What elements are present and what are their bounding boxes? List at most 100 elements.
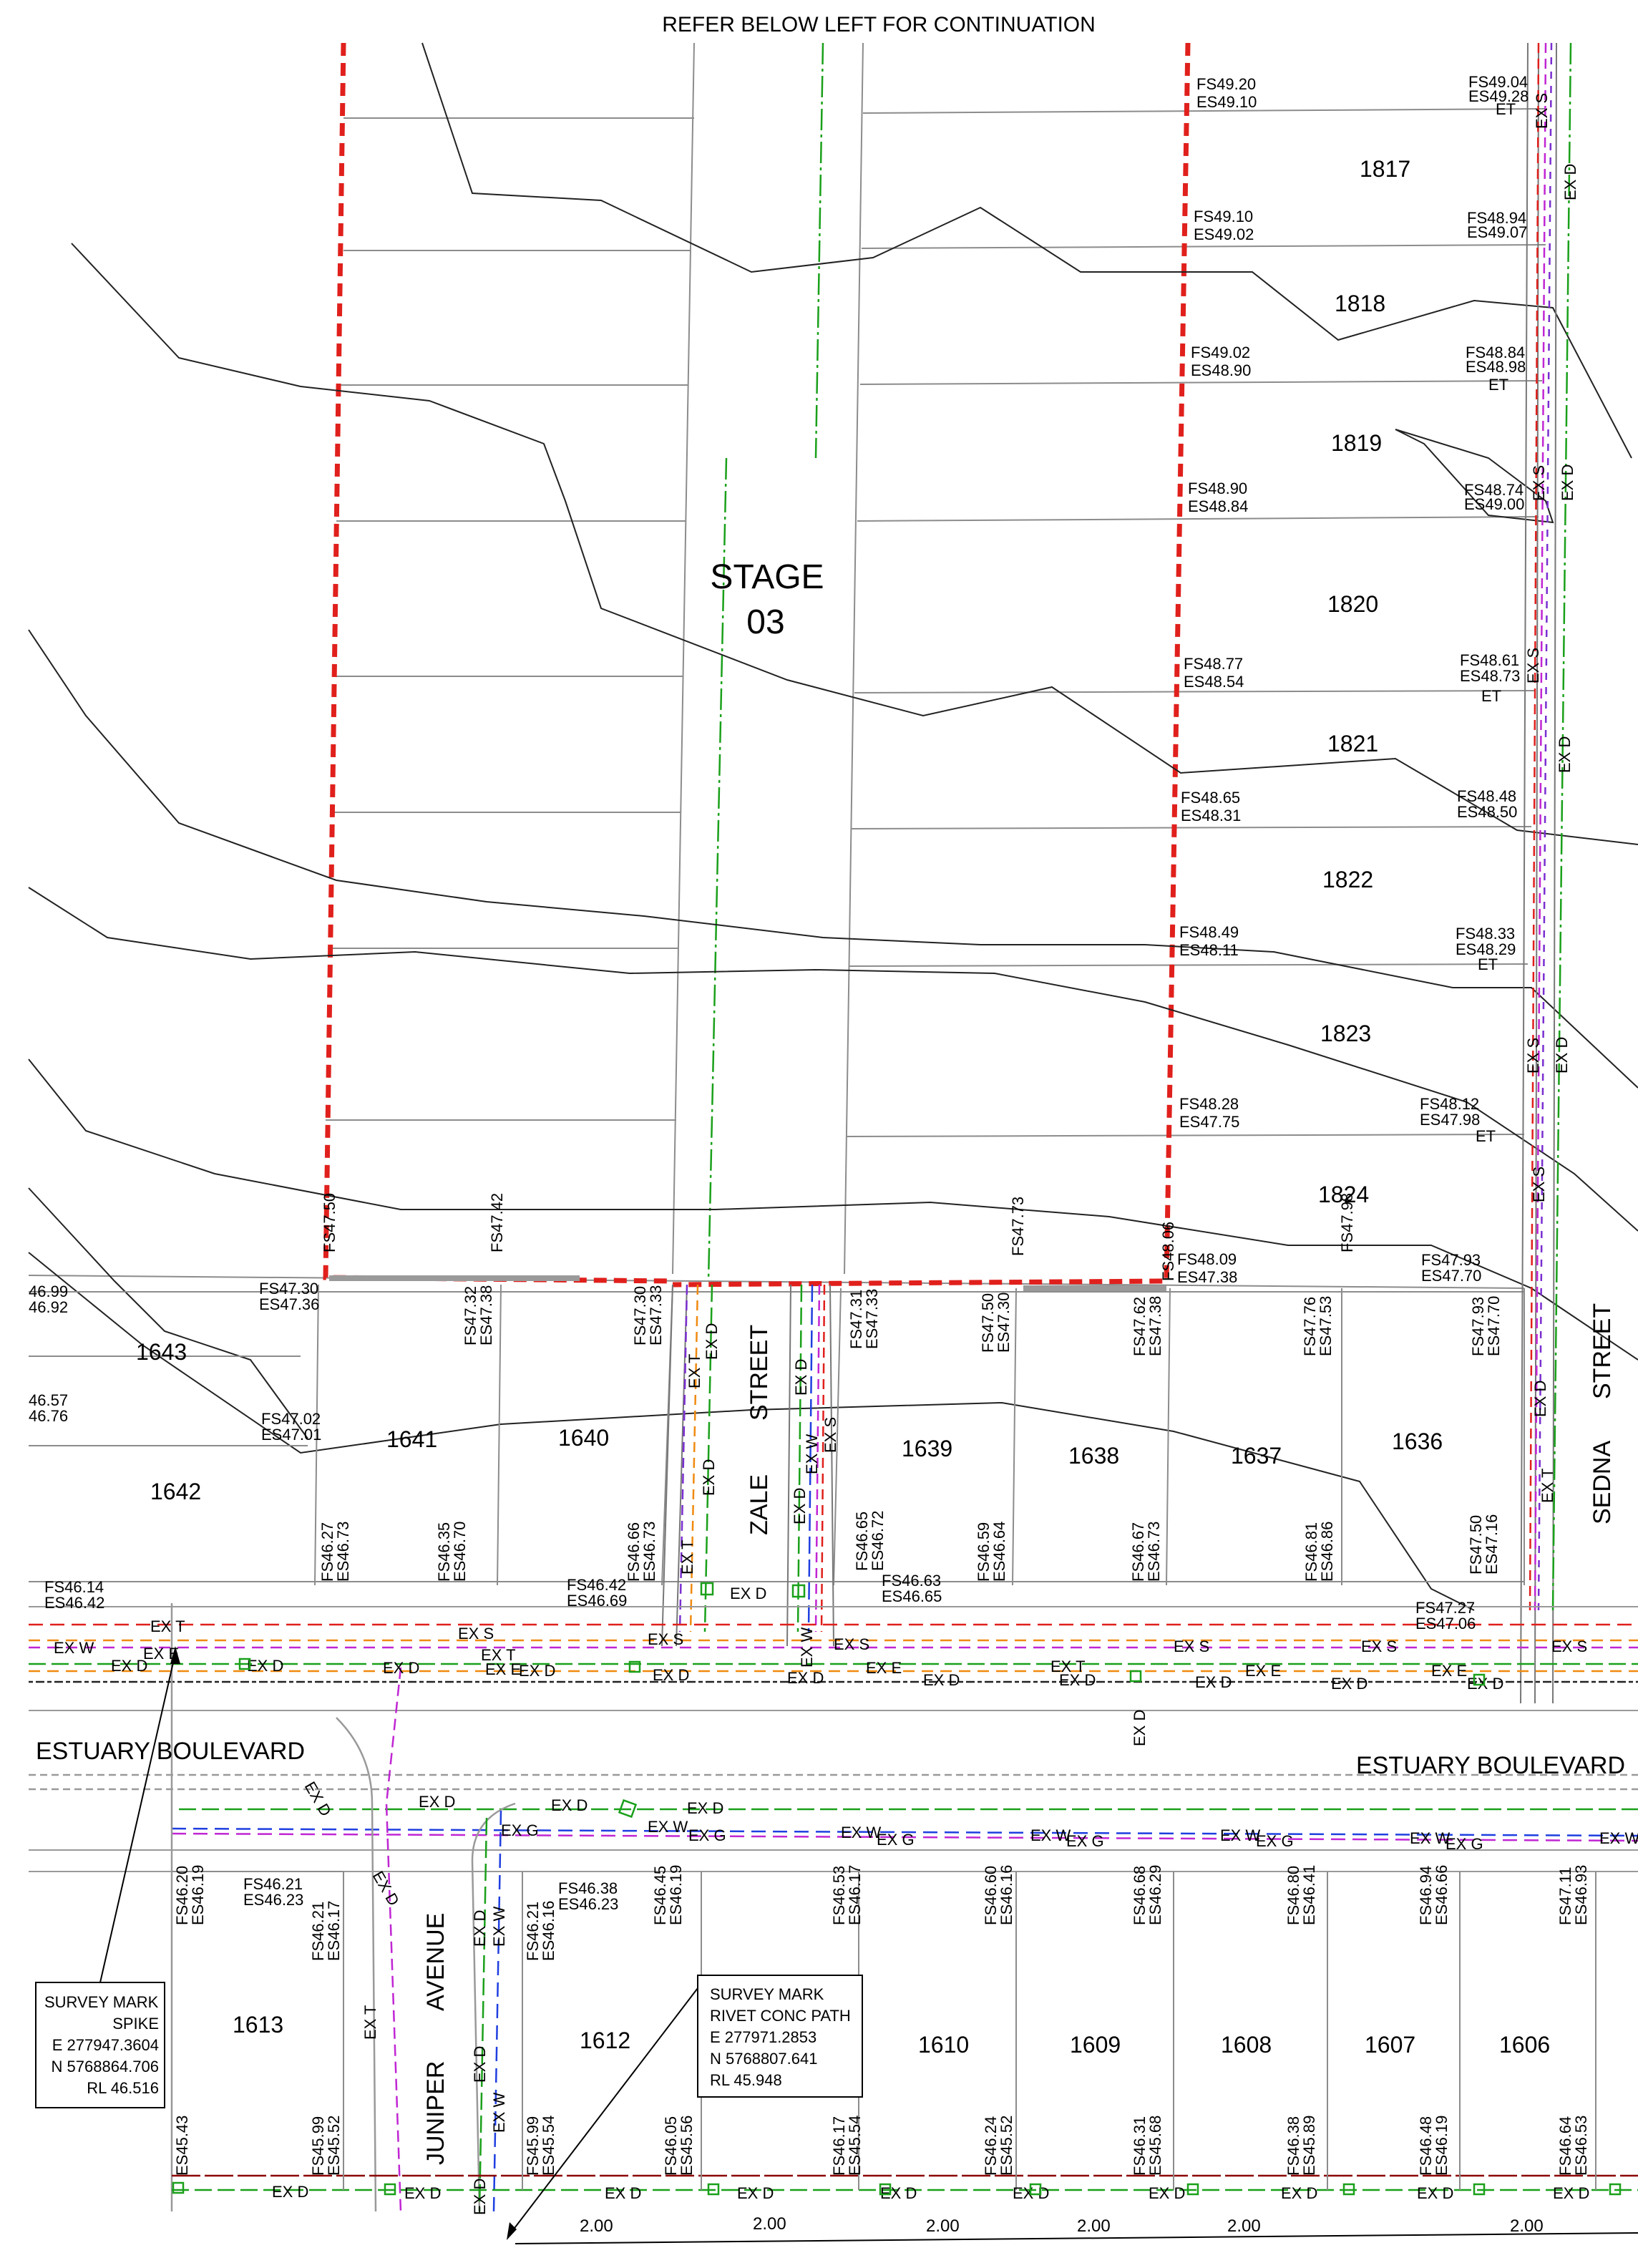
electric-label: EX E <box>1431 1662 1467 1680</box>
sewer-label: EX S <box>822 1417 839 1453</box>
elec-tag: ET <box>1476 1127 1496 1145</box>
level-es: ES49.28 <box>1468 87 1529 105</box>
level-fs: FS47.30 <box>259 1280 318 1298</box>
level-es: ES46.19 <box>667 1865 685 1925</box>
drain-label: EX D <box>1195 1673 1232 1691</box>
level-fs: FS46.67 <box>1129 1522 1147 1582</box>
drain-label: EX D <box>737 2184 774 2202</box>
level-fs: FS46.17 <box>830 2116 848 2176</box>
drain-label: EX D <box>1559 464 1576 501</box>
level-fs: FS46.21 <box>524 1902 542 1961</box>
gas-label: EX G <box>688 1826 726 1844</box>
telecom-label: EX T <box>686 1353 703 1388</box>
middle-misc-levels: FS47.02 ES47.01 FS46.42 ES46.69 FS46.63 … <box>29 1283 1476 1632</box>
level-es: ES48.73 <box>1460 667 1520 685</box>
telecom-label: EX T <box>361 2005 379 2040</box>
continuation-note: REFER BELOW LEFT FOR CONTINUATION <box>662 13 1096 36</box>
level-es: ES46.19 <box>189 1865 207 1925</box>
elec-tag: ET <box>1481 687 1501 705</box>
stage-boundary-grey-bars <box>329 1275 1166 1291</box>
level-es: ES46.72 <box>869 1511 887 1571</box>
level-es: ES46.73 <box>334 1522 352 1582</box>
sedna-column-levels: FS49.04 ES49.28 FS48.94 ES49.07 FS48.84 … <box>1420 73 1529 1285</box>
drain-label: EX D <box>1467 1675 1503 1693</box>
lot-label: 1820 <box>1327 591 1378 617</box>
lot-label: 1637 <box>1231 1443 1282 1469</box>
level-es: ES46.29 <box>1146 1865 1164 1925</box>
level-fs: FS48.33 <box>1456 925 1515 943</box>
sewer-label: EX S <box>1530 465 1548 501</box>
juniper-avenue-edges <box>170 1603 1638 2212</box>
level-fs: FS46.21 <box>309 1902 327 1961</box>
stage03-lot-numbers: 1817 1818 1819 1820 1821 1822 1823 1824 <box>1318 156 1410 1207</box>
level-fs: FS46.31 <box>1131 2116 1149 2176</box>
level-fs: FS48.12 <box>1420 1095 1479 1113</box>
level-fs: FS49.20 <box>1196 75 1256 93</box>
level-es: ES47.75 <box>1179 1113 1239 1131</box>
stage03-lot-lines <box>28 42 1546 1289</box>
level-fs: FS48.94 <box>1467 209 1526 227</box>
survey-mark-spike: SURVEY MARK SPIKE E 277947.3604 N 576886… <box>35 1982 165 2108</box>
survey-leaders <box>99 1653 698 2237</box>
stage-label-line2: 03 <box>746 603 784 641</box>
estuary-boulevard-east: ESTUARY BOULEVARD <box>1356 1752 1625 1779</box>
water-label: EX W <box>490 1907 508 1947</box>
level-fs: FS47.02 <box>261 1410 321 1428</box>
water-label: EX W <box>490 2093 508 2133</box>
level-fs: FS47.73 <box>1009 1197 1027 1256</box>
elec-tag: ET <box>1488 376 1508 394</box>
juniper-avenue-word1: JUNIPER <box>422 2061 449 2165</box>
level-es: ES45.68 <box>1146 2116 1164 2176</box>
lot-label: 1609 <box>1070 2032 1121 2058</box>
level-fs: FS47.50 <box>321 1193 338 1252</box>
survey-line: SPIKE <box>112 2015 159 2033</box>
zale-services <box>678 1284 826 1632</box>
level-fs: FS48.84 <box>1466 344 1525 361</box>
level-es: 46.76 <box>29 1407 68 1425</box>
level-fs: 46.99 <box>29 1283 68 1300</box>
lot-label: 1642 <box>150 1479 201 1504</box>
level-fs: FS46.59 <box>975 1522 993 1582</box>
level-fs: FS48.28 <box>1179 1095 1239 1113</box>
level-fs: FS48.65 <box>1181 789 1240 807</box>
level-fs: FS48.09 <box>1177 1250 1237 1268</box>
drain-label: EX D <box>519 1662 555 1680</box>
level-fs: FS46.35 <box>435 1522 453 1582</box>
lot-label: 1612 <box>580 2028 630 2053</box>
electric-label: EX E <box>143 1645 179 1663</box>
level-fs: FS47.31 <box>847 1290 865 1349</box>
central-drain-line <box>707 42 824 1282</box>
level-fs: FS49.02 <box>1191 344 1250 361</box>
gas-label: EX G <box>501 1821 539 1839</box>
drain-label: EX D <box>247 1657 283 1675</box>
gas-label: EX G <box>1256 1832 1294 1850</box>
drain-label: EX D <box>687 1799 723 1817</box>
level-es: ES48.29 <box>1456 940 1516 958</box>
level-fs: FS48.49 <box>1179 923 1239 941</box>
sewer-label: EX S <box>1361 1637 1397 1655</box>
drain-label: EX D <box>700 1459 718 1496</box>
drain-label: EX D <box>1561 164 1579 200</box>
drain-label: EX D <box>1553 2184 1589 2202</box>
boulevard-services <box>29 1606 1638 1872</box>
level-fs: FS48.90 <box>1188 480 1247 497</box>
lot-label: 1613 <box>233 2012 283 2038</box>
drain-label: EX D <box>272 2183 308 2201</box>
level-fs: FS47.50 <box>1467 1515 1485 1575</box>
water-label: EX W <box>841 1824 881 1841</box>
level-es: ES46.65 <box>882 1587 942 1605</box>
level-fs: FS48.74 <box>1464 481 1524 499</box>
level-es: ES49.07 <box>1467 223 1527 241</box>
drain-label: EX D <box>880 2184 917 2202</box>
level-es: ES48.90 <box>1191 361 1251 379</box>
lot-label: 1824 <box>1318 1182 1369 1207</box>
level-es: ES47.98 <box>1420 1111 1480 1129</box>
electric-label: EX E <box>866 1659 902 1677</box>
level-es: ES47.33 <box>647 1285 665 1345</box>
drain-label: EX D <box>419 1793 455 1811</box>
level-es: ES45.56 <box>678 2116 696 2176</box>
sewer-label: EX S <box>834 1635 869 1653</box>
drain-label: EX D <box>551 1796 588 1814</box>
level-es: ES46.19 <box>1433 2116 1451 2176</box>
level-es: ES46.73 <box>640 1522 658 1582</box>
